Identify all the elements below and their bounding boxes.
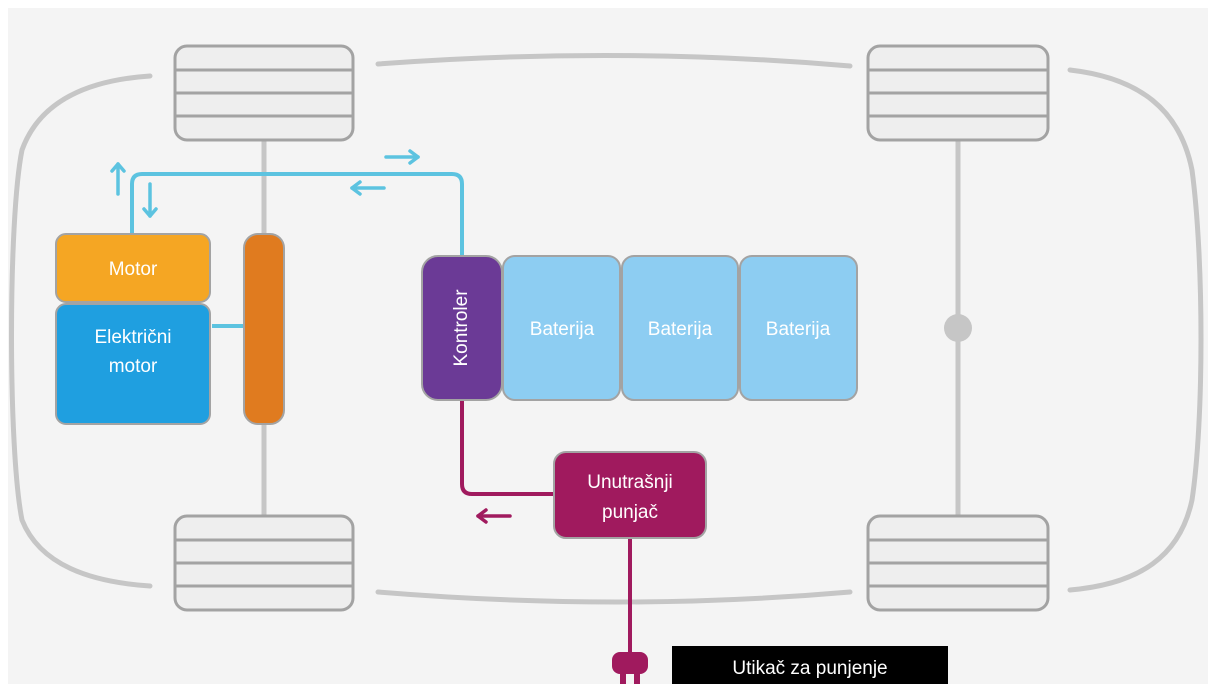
rear-differential <box>944 314 972 342</box>
charger-label-line2: punjač <box>602 502 658 523</box>
charge-line <box>460 398 632 660</box>
plug-label-background <box>672 646 948 684</box>
arrow-right-icon <box>384 149 420 165</box>
battery-3-label: Baterija <box>766 319 831 340</box>
body-front-curve <box>9 73 153 589</box>
body-top-line-1 <box>375 52 853 69</box>
transmission-block <box>243 233 285 425</box>
arrow-up-icon <box>110 162 126 196</box>
plug-icon <box>612 652 648 684</box>
electric-motor-label-line2: motor <box>109 356 158 377</box>
controller-to-charger-line <box>460 398 556 496</box>
controller-to-motor-line <box>130 172 464 260</box>
wheel-rear-top <box>866 44 1050 142</box>
plug-label: Utikač za punjenje <box>672 646 948 684</box>
motor-block: Motor <box>55 233 211 303</box>
plug-label-text: Utikač za punjenje <box>732 658 887 679</box>
wheel-front-bottom <box>173 514 355 612</box>
controller-label: Kontroler <box>451 289 472 367</box>
controller-block: Kontroler <box>421 255 503 401</box>
car-body-outline <box>9 52 1204 605</box>
power-flow-line <box>130 172 464 328</box>
charger-label-line1: Unutrašnji <box>587 472 673 493</box>
arrow-left-charge-icon <box>476 508 512 524</box>
wheels <box>173 44 1050 612</box>
wheel-front-top <box>173 44 355 142</box>
battery-2-label: Baterija <box>648 319 713 340</box>
body-bottom-line-1 <box>375 589 853 605</box>
body-rear-curve <box>1067 67 1204 593</box>
arrow-down-icon <box>142 182 158 218</box>
battery-1-label: Baterija <box>530 319 595 340</box>
battery-3: Baterija <box>739 255 858 401</box>
arrow-left-icon <box>350 180 386 196</box>
electric-motor-label-line1: Električni <box>94 327 171 348</box>
battery-2: Baterija <box>621 255 739 401</box>
flow-arrows <box>110 149 420 218</box>
internal-charger-block: Unutrašnji punjač <box>553 451 707 539</box>
motor-label: Motor <box>109 259 158 280</box>
wheel-rear-bottom <box>866 514 1050 612</box>
battery-pack: Baterija Baterija Baterija <box>502 255 858 401</box>
battery-1: Baterija <box>502 255 621 401</box>
electric-motor-block: Električni motor <box>55 303 211 425</box>
